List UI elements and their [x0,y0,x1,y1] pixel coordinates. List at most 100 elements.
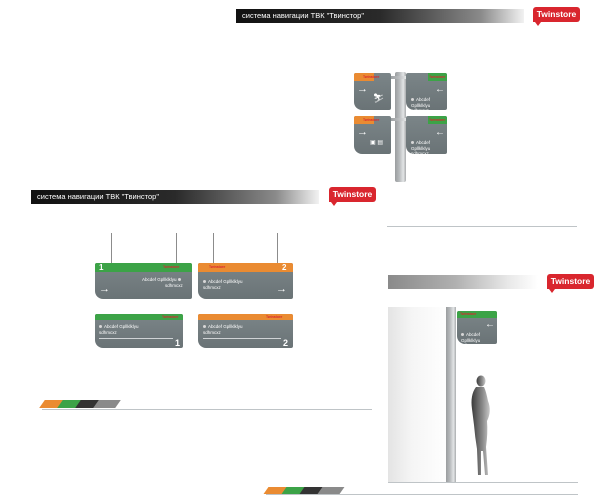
scene-wall-panel [388,307,448,482]
hanging-sign-2-logo: Twinstore [209,265,226,269]
middle-section-title-bar: система навигации ТВК "Твинстор" [31,190,319,204]
hanging-sign-1-logo: Twinstore [163,265,180,269]
hanging-sign-1-destination: Abcdef Gpllklklyu sdhmcxz [142,277,183,288]
hang-wire [176,233,177,263]
pole-sign-left-lower-pictogram-icon: ▣ ▤ [370,140,384,146]
pole-sign-left-upper: Twinstore → ⛷ [354,73,391,110]
destination-line1: Abcdef Gpllklklyu [208,324,243,329]
middle-brand-logo-text: Twinstore [332,189,373,199]
scene-wall-sign: Twinstore ← Abcdef Gpllklklyu sdhmcxz [457,311,497,344]
pole-sign-right-upper-logo: Twinstore [429,75,446,79]
hang-wire [213,233,214,263]
pole-sign-left-lower-arrow-right-icon: → [357,126,368,138]
bottom-section-title-bar [388,275,538,289]
pole-sign-right-upper-arrow-left-icon: ← [435,84,445,95]
hanging-sign-2-number: 2 [282,263,287,272]
top-brand-logo: Twinstore [533,7,580,26]
pole-sign-right-lower-arrow-left-icon: ← [435,127,445,138]
top-brand-logo-text: Twinstore [536,9,577,19]
hanging-sign-1-band: 1 Twinstore [95,263,192,272]
middle-section-title: система навигации ТВК "Твинстор" [37,192,159,201]
hanging-sign-2: Twinstore 2 Abcdef Gpllklklyu sdhmcxz → [198,263,293,299]
pole-sign-left-lower-band: Twinstore [354,116,379,124]
wall-sign-2-band: Twinstore [198,314,293,320]
destination-dot-icon [177,278,181,281]
pole-sign-left-upper-logo: Twinstore [363,75,380,79]
destination-dot-icon [411,141,414,144]
top-section-title: система навигации ТВК "Твинстор" [242,11,364,20]
destination-dot-icon [203,280,206,283]
pole-sign-right-upper-destination: Abcdef Gpllklklyu sdhmcxz [411,97,447,110]
pole-sign-left-upper-arrow-right-icon: → [357,83,368,95]
stripe-grey [317,487,345,494]
hanging-sign-1: 1 Twinstore Abcdef Gpllklklyu sdhmcxz → [95,263,192,299]
destination-line2: sdhmcxz [411,108,429,110]
pole-sign-left-upper-band: Twinstore [354,73,379,81]
destination-line2: sdhmcxz [203,284,221,290]
hanging-sign-1-arrow-right-icon: → [99,283,110,295]
pole-sign-right-upper-band: Twinstore [428,73,447,81]
hanging-sign-2-arrow-right-icon: → [276,283,287,295]
pole-sign-left-lower-logo: Twinstore [363,118,380,122]
middle-color-stripes [39,400,122,408]
pole-sign-right-lower-band: Twinstore [428,116,447,124]
stripe-grey [93,400,121,408]
wall-sign-2-destination: Abcdef Gpllklklyu sdhmcxz [203,324,243,335]
destination-dot-icon [99,325,102,328]
bottom-color-stripes [263,487,346,494]
destination-line2: sdhmcxz [165,282,183,288]
destination-dot-icon [203,325,206,328]
wall-sign-1-number: 1 [175,338,181,348]
hanging-sign-1-number: 1 [99,263,104,272]
destination-line2: sdhmcxz [203,329,221,335]
scene-wall-sign-arrow-left-icon: ← [485,319,495,330]
wall-sign-2-number: 2 [283,338,289,348]
wall-sign-1-logo: Twinstore [162,315,179,319]
hang-wire [277,233,278,263]
hanging-sign-2-band: Twinstore 2 [198,263,293,272]
pole-sign-right-lower: Twinstore ← Abcdef Gpllklklyu sdhmcxz [406,116,447,154]
right-divider-line [387,226,577,227]
destination-line2: sdhmcxz [461,343,479,344]
pole-sign-right-upper: Twinstore ← Abcdef Gpllklklyu sdhmcxz [406,73,447,110]
pole-sign-right-lower-logo: Twinstore [429,118,446,122]
bottom-brand-logo-text: Twinstore [550,276,591,286]
top-section-title-bar: система навигации ТВК "Твинстор" [236,9,524,23]
destination-line2: sdhmcxz [411,151,429,154]
top-pole-bracket-2 [390,118,411,121]
destination-line1: Abcdef Gpllklklyu [461,332,481,343]
destination-line1: Abcdef Gpllklklyu [411,97,431,108]
wall-sign-1-destination: Abcdef Gpllklklyu sdhmcxz [99,324,139,335]
destination-dot-icon [411,98,414,101]
scene-column [446,307,456,482]
scene-wall-sign-band: Twinstore [457,311,497,318]
wall-sign-2-logo: Twinstore [266,315,283,319]
top-pole-bracket-1 [390,76,411,79]
destination-line1: Abcdef Gpllklklyu [104,324,139,329]
scene-floor-line [388,482,578,483]
scene-wall-sign-destination: Abcdef Gpllklklyu sdhmcxz [461,332,497,344]
wall-sign-2: Twinstore Abcdef Gpllklklyu sdhmcxz 2 [198,314,293,348]
destination-line1: Abcdef Gpllklklyu [142,277,177,282]
wall-sign-1: Twinstore Abcdef Gpllklklyu sdhmcxz 1 [95,314,183,348]
destination-line2: sdhmcxz [99,329,117,335]
middle-brand-logo: Twinstore [329,187,376,206]
destination-dot-icon [461,333,464,336]
destination-line1: Abcdef Gpllklklyu [411,140,431,151]
scene-wall-sign-logo: Twinstore [460,312,477,316]
pole-sign-left-upper-pictogram-icon: ⛷ [373,93,385,103]
middle-bottom-line [42,409,372,410]
hang-wire [111,233,112,263]
wall-sign-2-rule [203,338,281,339]
pole-sign-left-lower: Twinstore → ▣ ▤ [354,116,391,154]
wall-sign-1-rule [99,338,173,339]
top-pole [395,72,406,182]
wall-sign-1-band: Twinstore [95,314,183,320]
pole-sign-right-lower-destination: Abcdef Gpllklklyu sdhmcxz [411,140,447,154]
destination-line1: Abcdef Gpllklklyu [208,279,243,284]
bottom-brand-logo: Twinstore [547,274,594,293]
person-silhouette [471,375,490,475]
hanging-sign-2-destination: Abcdef Gpllklklyu sdhmcxz [203,279,243,290]
bottom-line [266,494,578,495]
